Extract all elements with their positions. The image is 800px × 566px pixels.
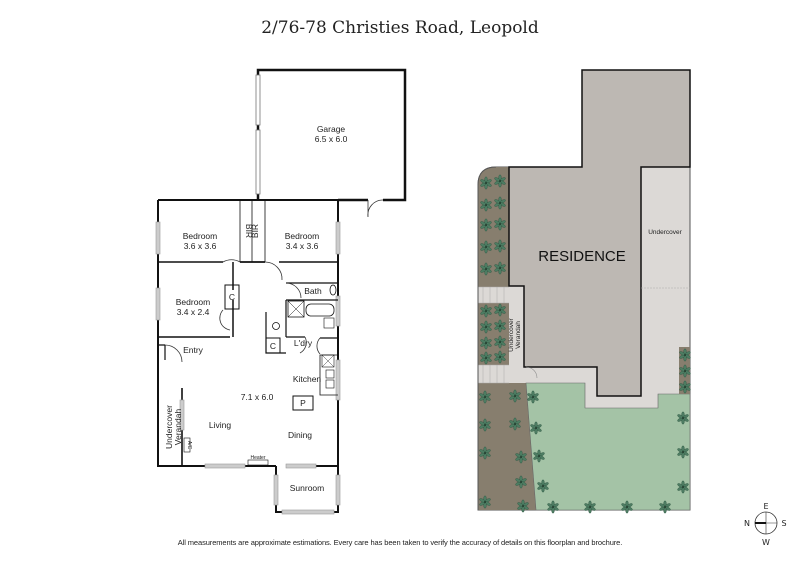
ac-label: A/C <box>186 441 192 450</box>
svg-text:N: N <box>744 519 750 528</box>
room-size: 3.4 x 3.6 <box>286 241 319 251</box>
living-size: 7.1 x 6.0 <box>241 392 274 402</box>
room-size: 3.6 x 3.6 <box>184 241 217 251</box>
room-label: Bedroom <box>176 297 211 307</box>
room-label: Bedroom <box>285 231 320 241</box>
compass-icon: E N S W <box>744 502 787 547</box>
cupboard-label: C <box>229 292 235 302</box>
verandah-label: Verandah <box>173 409 183 446</box>
bir-label: BIR <box>244 224 254 238</box>
room-label: Entry <box>183 345 204 355</box>
floor-plan-labels: Garage 6.5 x 6.0 Bedroom 3.6 x 3.6 Bedro… <box>164 124 348 493</box>
disclaimer-text: All measurements are approximate estimat… <box>177 538 623 547</box>
floor-plan <box>155 68 407 515</box>
svg-text:E: E <box>763 502 768 511</box>
site-plan: RESIDENCE Undercover Undercover Verandah <box>477 69 692 514</box>
residence-label: RESIDENCE <box>538 248 626 265</box>
verandah-label: Verandah <box>515 321 522 349</box>
pantry-label: P <box>300 398 306 408</box>
svg-text:S: S <box>781 519 786 528</box>
room-label: Bath <box>304 286 322 296</box>
verandah-label: Undercover <box>164 405 174 449</box>
room-label: Dining <box>288 430 312 440</box>
room-size: 3.4 x 2.4 <box>177 307 210 317</box>
page-title: 2/76-78 Christies Road, Leopold <box>261 18 539 38</box>
room-label: Bedroom <box>183 231 218 241</box>
svg-text:W: W <box>762 538 770 547</box>
undercover-label: Undercover <box>648 229 682 236</box>
room-label: L'dry <box>294 338 313 348</box>
cupboard-label: C <box>270 341 276 351</box>
room-label: Kitchen <box>293 374 322 384</box>
room-label: Garage <box>317 124 346 134</box>
room-label: Living <box>209 420 231 430</box>
heater-label: Heater <box>250 455 265 461</box>
bir-label: BIR <box>250 224 260 238</box>
room-label: Sunroom <box>290 483 325 493</box>
verandah-label: Undercover <box>508 317 515 351</box>
room-size: 6.5 x 6.0 <box>315 134 348 144</box>
